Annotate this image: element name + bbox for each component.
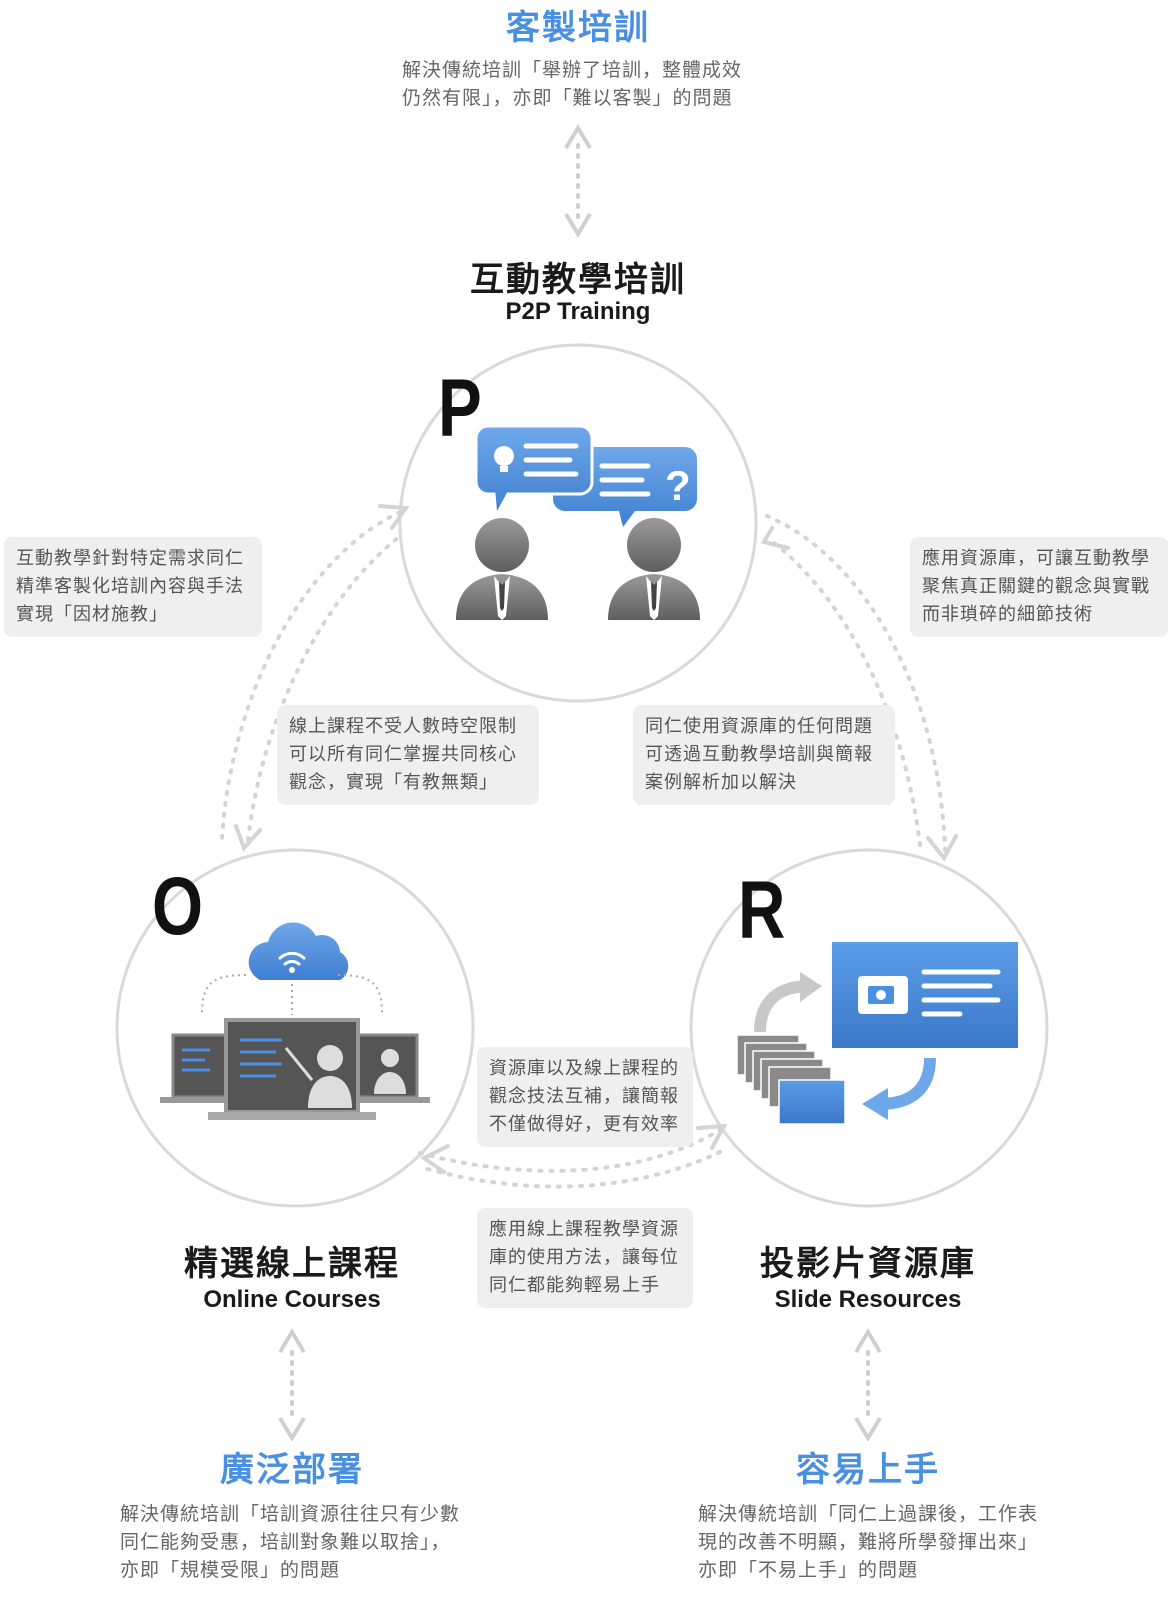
note-line: 應用資源庫，可讓互動教學: [922, 548, 1150, 569]
left-benefit-title: 廣泛部署: [220, 1450, 364, 1490]
note-line: 同仁都能夠輕易上手: [489, 1275, 660, 1296]
right-benefit-title: 容易上手: [796, 1450, 940, 1490]
p-illustration: ?: [456, 424, 700, 620]
o-node-title: 精選線上課程: [184, 1244, 400, 1284]
p-node-letter: P: [438, 363, 482, 454]
note-line: 應用線上課程教學資源: [489, 1219, 679, 1240]
note-line: 可以所有同仁掌握共同核心: [289, 744, 517, 765]
note-line: 而非瑣碎的細節技術: [922, 604, 1093, 625]
note-line: 案例解析加以解決: [645, 772, 797, 793]
left-benefit-line: 亦即「規模受限」的問題: [120, 1559, 341, 1581]
note-o-to-r: 應用線上課程教學資源 庫的使用方法，讓每位 同仁都能夠輕易上手: [477, 1208, 693, 1308]
note-line: 庫的使用方法，讓每位: [489, 1247, 679, 1268]
o-circle: [115, 848, 475, 1208]
arc-arrowheads: [234, 504, 958, 1174]
left-benefit-desc: 解決傳統培訓「培訓資源往往只有少數 同仁能夠受惠，培訓對象難以取捨」， 亦即「規…: [120, 1500, 480, 1584]
top-benefit-line: 解決傳統培訓「舉辦了培訓，整體成效: [402, 59, 743, 81]
o-illustration: [160, 922, 430, 1120]
left-benefit-line: 解決傳統培訓「培訓資源往往只有少數: [120, 1503, 461, 1525]
note-line: 觀念，實現「有教無類」: [289, 772, 498, 793]
right-benefit-line: 亦即「不易上手」的問題: [698, 1559, 919, 1581]
o-node-subtitle: Online Courses: [203, 1286, 381, 1313]
top-up-arrow: [564, 124, 592, 150]
note-line: 線上課程不受人數時空限制: [289, 716, 517, 737]
note-line: 精準客製化培訓內容與手法: [16, 576, 244, 597]
note-p-to-o: 互動教學針對特定需求同仁 精準客製化培訓內容與手法 實現「因材施教」: [4, 537, 262, 637]
note-line: 可透過互動教學培訓與簡報: [645, 744, 873, 765]
note-r-to-p: 應用資源庫，可讓互動教學 聚焦真正關鍵的觀念與實戰 而非瑣碎的細節技術: [910, 537, 1168, 637]
r-node-title: 投影片資源庫: [760, 1244, 976, 1284]
r-node-letter: R: [738, 865, 786, 956]
note-line: 實現「因材施教」: [16, 604, 168, 625]
note-line: 同仁使用資源庫的任何問題: [645, 716, 873, 737]
top-benefit-desc: 解決傳統培訓「舉辦了培訓，整體成效 仍然有限」，亦即「難以客製」的問題: [402, 56, 782, 112]
r-illustration: [736, 942, 1018, 1125]
note-o-to-p: 線上課程不受人數時空限制 可以所有同仁掌握共同核心 觀念，實現「有教無類」: [277, 705, 539, 805]
note-p-to-r: 同仁使用資源庫的任何問題 可透過互動教學培訓與簡報 案例解析加以解決: [633, 705, 895, 805]
note-line: 互動教學針對特定需求同仁: [16, 548, 244, 569]
right-benefit-desc: 解決傳統培訓「同仁上過課後，工作表 現的改善不明顯，難將所學發揮出來」 亦即「不…: [698, 1500, 1068, 1584]
svg-text:?: ?: [665, 462, 691, 509]
p-node-title: 互動教學培訓: [470, 260, 686, 300]
r-node-subtitle: Slide Resources: [774, 1286, 962, 1313]
p-node-subtitle: P2P Training: [505, 298, 651, 325]
top-benefit-line: 仍然有限」，亦即「難以客製」的問題: [402, 87, 733, 109]
top-benefit-title: 客製培訓: [506, 8, 650, 48]
r-circle: [689, 848, 1049, 1208]
right-benefit-line: 現的改善不明顯，難將所學發揮出來」: [698, 1531, 1039, 1553]
note-line: 資源庫以及線上課程的: [489, 1058, 679, 1079]
note-line: 不僅做得好，更有效率: [489, 1114, 679, 1135]
p-circle: [398, 343, 758, 703]
o-node-letter: O: [152, 861, 204, 952]
note-line: 聚焦真正關鍵的觀念與實戰: [922, 576, 1150, 597]
right-benefit-line: 解決傳統培訓「同仁上過課後，工作表: [698, 1503, 1039, 1525]
top-down-arrow: [564, 212, 592, 238]
note-line: 觀念技法互補，讓簡報: [489, 1086, 679, 1107]
note-r-to-o: 資源庫以及線上課程的 觀念技法互補，讓簡報 不僅做得好，更有效率: [477, 1047, 693, 1147]
left-benefit-line: 同仁能夠受惠，培訓對象難以取捨」，: [120, 1531, 451, 1553]
